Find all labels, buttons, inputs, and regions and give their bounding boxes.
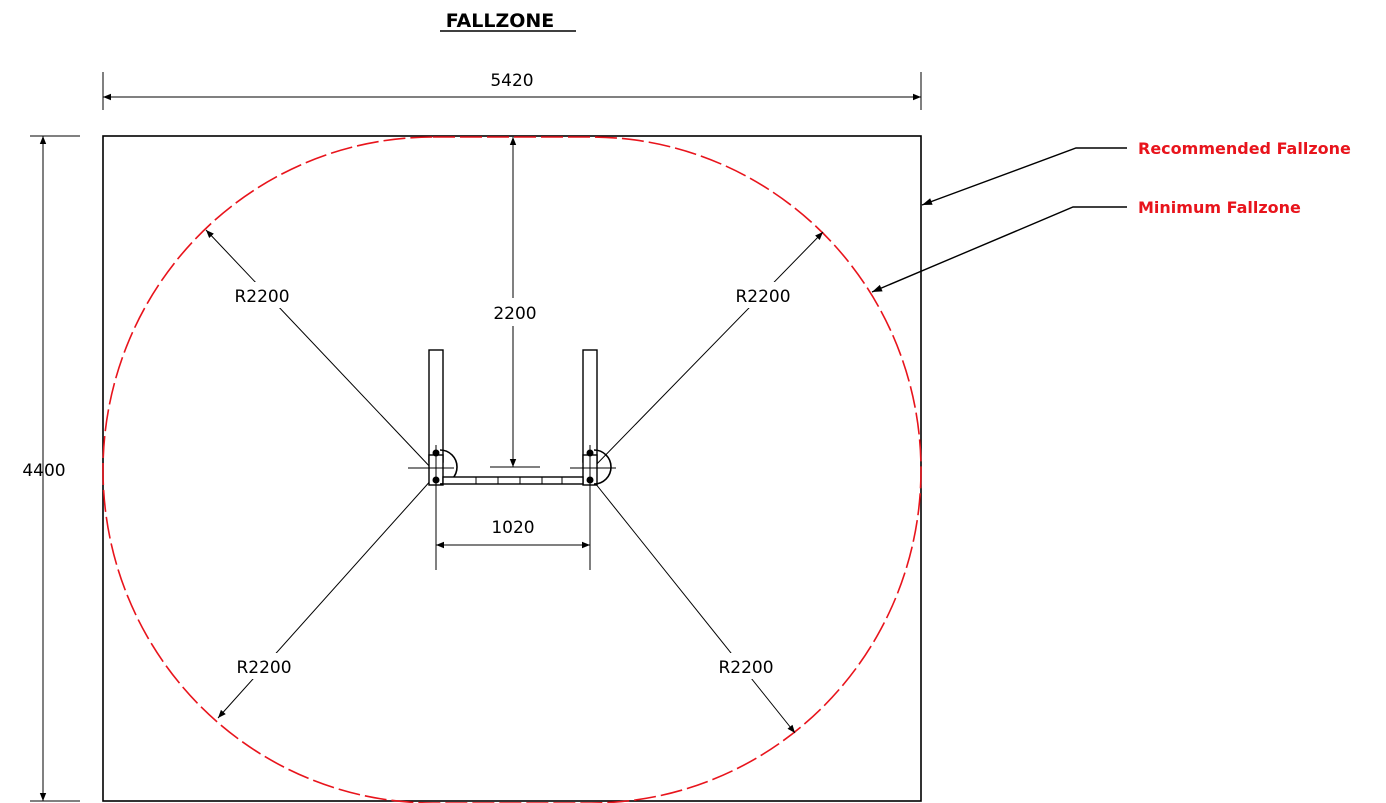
top-clearance-dimension: 2200: [490, 137, 540, 468]
legend-minimum-label: Minimum Fallzone: [1138, 198, 1301, 217]
right-post: [570, 349, 616, 490]
svg-text:R2200: R2200: [735, 287, 790, 307]
height-dimension: 4400: [22, 135, 80, 802]
radius-bottom-left: R2200: [217, 477, 434, 719]
post-spacing-label: 1020: [491, 518, 534, 538]
left-post: [408, 349, 458, 490]
width-label: 5420: [490, 71, 533, 91]
radius-bottom-right: R2200: [590, 477, 796, 734]
minimum-fallzone-outline: [102, 136, 922, 803]
svg-text:R2200: R2200: [236, 658, 291, 678]
drawing-title: FALLZONE: [446, 10, 555, 32]
height-label: 4400: [22, 461, 65, 481]
svg-text:R2200: R2200: [234, 287, 289, 307]
legend-recommended: Recommended Fallzone: [921, 139, 1351, 206]
legend-minimum: Minimum Fallzone: [871, 198, 1301, 293]
connecting-beam: [442, 476, 584, 485]
recommended-fallzone-rect: [102, 135, 922, 802]
top-clearance-label: 2200: [493, 304, 536, 324]
width-dimension: 5420: [102, 71, 922, 110]
post-spacing-dimension: 1020: [435, 490, 591, 570]
legend-recommended-label: Recommended Fallzone: [1138, 139, 1351, 158]
svg-text:R2200: R2200: [718, 658, 773, 678]
radius-top-right: R2200: [590, 231, 824, 471]
radius-top-left: R2200: [205, 229, 434, 471]
